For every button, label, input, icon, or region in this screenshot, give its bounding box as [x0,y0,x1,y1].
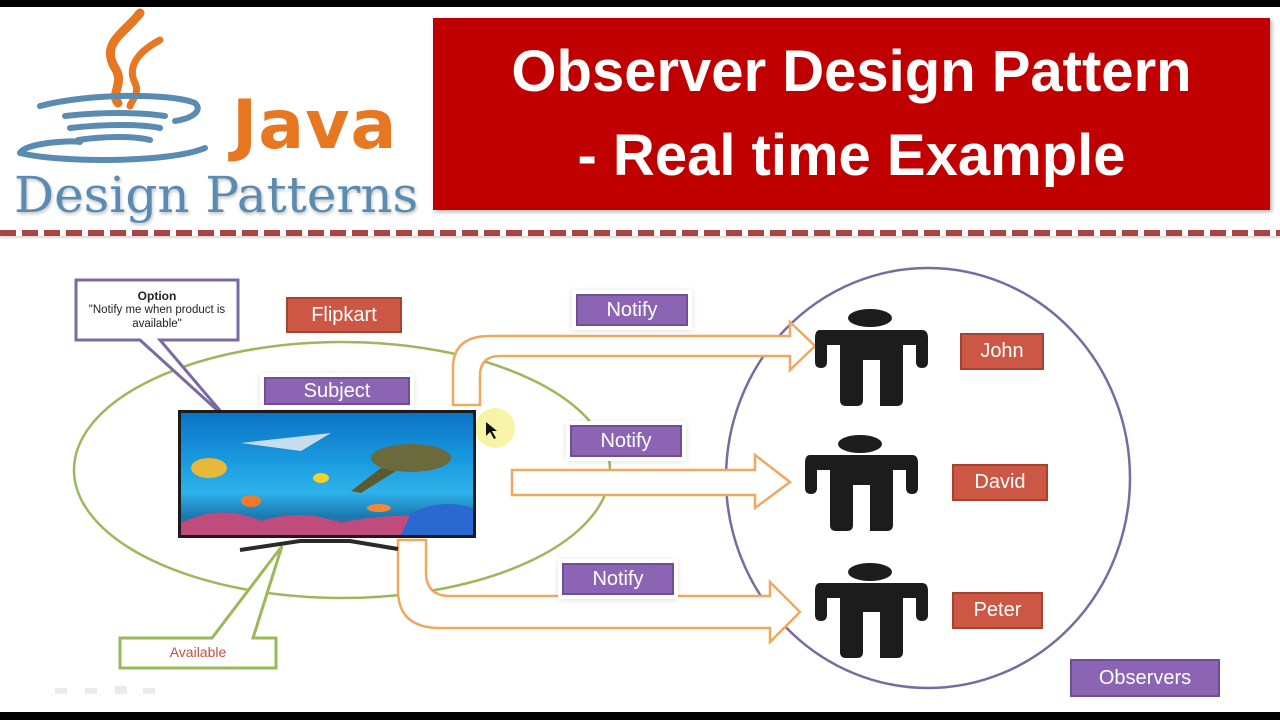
notify-label-2: Notify [570,425,682,457]
aquarium-scene [181,433,473,535]
page-title: Observer Design Pattern - Real time Exam… [433,18,1270,210]
dashed-divider [0,230,1280,236]
cursor-highlight [475,408,515,448]
option-callout-shape [74,278,240,422]
mouse-cursor-icon [486,422,497,439]
observer-label-john: John [960,333,1044,370]
notify-label-3: Notify [562,563,674,595]
observer-label-david: David [952,464,1048,501]
observer-label-peter: Peter [952,592,1043,629]
java-design-patterns-logo: Java Design Patterns [10,8,430,224]
notify-arrow-john [451,319,817,407]
tv-stand [239,539,399,552]
notify-arrow-david [510,452,793,511]
logo-java-text: Java [232,86,398,165]
notify-label-1: Notify [576,294,688,326]
option-text: "Notify me when product is available" [88,304,226,330]
person-icon-peter [815,563,928,658]
option-heading: Option [137,289,177,303]
available-callout-shape [118,545,284,670]
person-icon-david [805,435,918,531]
available-callout: Available [169,644,227,660]
notify-arrow-peter [396,538,802,646]
logo-design-patterns-text: Design Patterns [14,166,419,224]
store-label-flipkart: Flipkart [286,297,402,333]
subject-label: Subject [264,377,410,405]
observers-label: Observers [1070,659,1220,697]
person-icon-john [815,309,928,406]
java-coffee-cup-icon [17,8,208,163]
top-black-bar [0,0,1280,7]
slide-toolbar-icons [55,686,155,694]
title-line-1: Observer Design Pattern [511,39,1192,104]
title-line-2: - Real time Example [577,123,1126,188]
subject-tv-image [178,410,476,538]
bottom-black-bar [0,712,1280,720]
option-callout: Option "Notify me when product is availa… [76,280,238,340]
